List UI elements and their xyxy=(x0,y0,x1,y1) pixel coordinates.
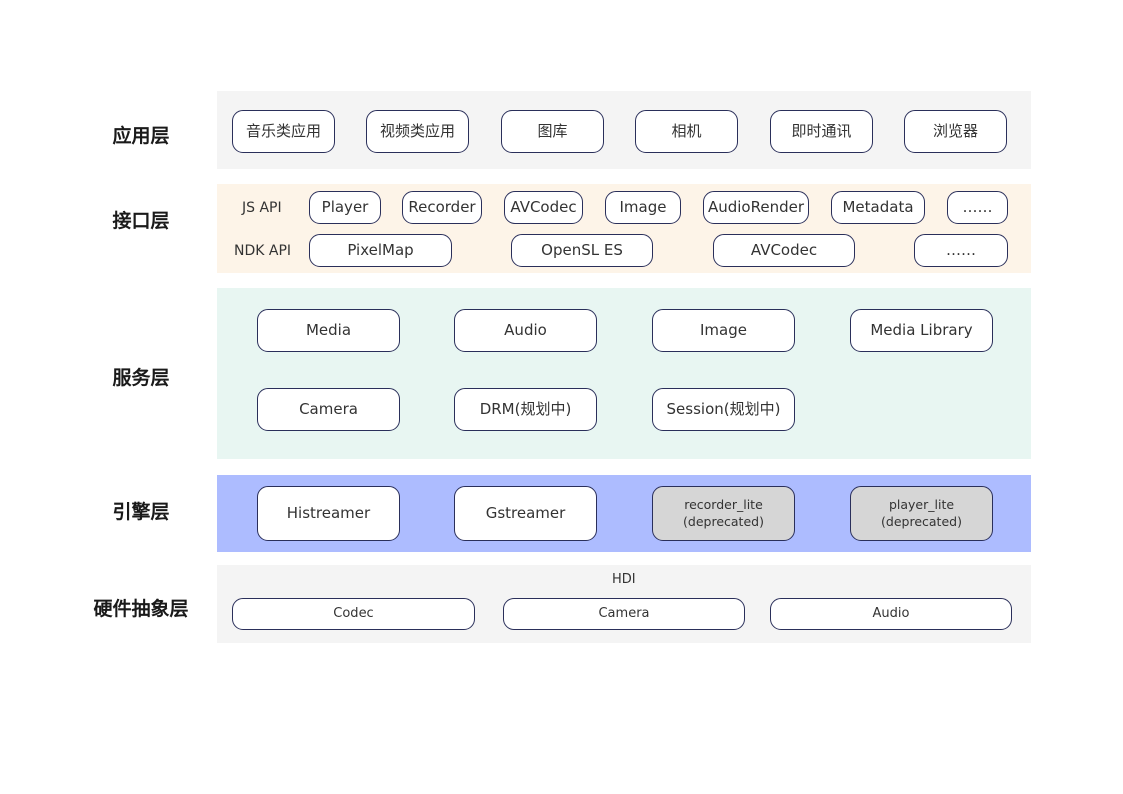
layer-label-engine: 引擎层 xyxy=(112,501,170,523)
ndk-api-label: NDK API xyxy=(234,243,292,259)
js-image: Image xyxy=(605,191,681,224)
app-browser: 浏览器 xyxy=(904,110,1007,153)
hdi-audio: Audio xyxy=(770,598,1012,630)
app-gallery: 图库 xyxy=(501,110,604,153)
engine-histreamer: Histreamer xyxy=(257,486,400,541)
service-media-library: Media Library xyxy=(850,309,993,352)
ndk-opensl-es: OpenSL ES xyxy=(511,234,653,267)
player-lite-name: player_lite xyxy=(888,497,955,513)
service-session: Session(规划中) xyxy=(652,388,795,431)
layer-label-service: 服务层 xyxy=(112,367,170,389)
app-layer-band xyxy=(217,91,1031,169)
app-im: 即时通讯 xyxy=(770,110,873,153)
app-camera: 相机 xyxy=(635,110,738,153)
layer-label-hardware: 硬件抽象层 xyxy=(93,598,189,620)
js-player: Player xyxy=(309,191,381,224)
service-drm: DRM(规划中) xyxy=(454,388,597,431)
js-recorder: Recorder xyxy=(402,191,482,224)
engine-gstreamer: Gstreamer xyxy=(454,486,597,541)
service-image: Image xyxy=(652,309,795,352)
service-media: Media xyxy=(257,309,400,352)
service-audio: Audio xyxy=(454,309,597,352)
layer-label-app: 应用层 xyxy=(112,125,170,147)
player-lite-note: (deprecated) xyxy=(881,513,962,529)
hdi-codec: Codec xyxy=(232,598,475,630)
js-api-label: JS API xyxy=(242,200,282,216)
js-more: …… xyxy=(947,191,1008,224)
js-audiorender: AudioRender xyxy=(703,191,809,224)
hdi-label: HDI xyxy=(612,572,636,587)
hdi-camera: Camera xyxy=(503,598,745,630)
engine-player-lite: player_lite (deprecated) xyxy=(850,486,993,541)
recorder-lite-name: recorder_lite xyxy=(684,497,763,513)
ndk-avcodec: AVCodec xyxy=(713,234,855,267)
service-camera: Camera xyxy=(257,388,400,431)
app-music: 音乐类应用 xyxy=(232,110,335,153)
js-avcodec: AVCodec xyxy=(504,191,583,224)
layer-label-interface: 接口层 xyxy=(112,210,170,232)
app-video: 视频类应用 xyxy=(366,110,469,153)
js-metadata: Metadata xyxy=(831,191,925,224)
ndk-more: …… xyxy=(914,234,1008,267)
recorder-lite-note: (deprecated) xyxy=(683,513,764,529)
engine-recorder-lite: recorder_lite (deprecated) xyxy=(652,486,795,541)
ndk-pixelmap: PixelMap xyxy=(309,234,452,267)
